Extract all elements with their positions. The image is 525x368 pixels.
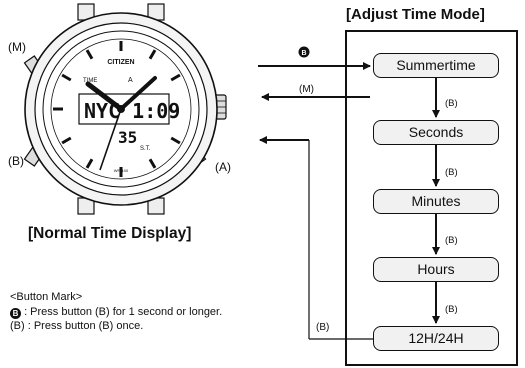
legend-title: <Button Mark> — [10, 291, 83, 303]
lcd-sub-text: 35 — [118, 128, 137, 147]
step-b-label: (B) — [445, 304, 458, 315]
step-b-label: (B) — [445, 167, 458, 178]
step-b-label: (B) — [445, 235, 458, 246]
legend-line-hold: B : Press button (B) for 1 second or lon… — [10, 305, 222, 320]
button-mark-legend: <Button Mark> B : Press button (B) for 1… — [10, 290, 222, 334]
wr-label: WR 100 — [114, 168, 129, 173]
watch-button-m-label: (M) — [8, 40, 26, 54]
a-label: A — [128, 77, 133, 84]
arrow-m-label: (M) — [299, 84, 314, 95]
legend-line-hold-text: : Press button (B) for 1 second or longe… — [24, 305, 223, 318]
hour-marker — [170, 136, 181, 145]
lcd-st-text: S.T. — [140, 146, 151, 152]
time-label: TIME — [83, 78, 97, 84]
b-hold-mark-letter: B — [301, 50, 306, 57]
hour-marker — [148, 158, 157, 169]
hour-marker — [170, 73, 181, 82]
watch-button-a-label: (A) — [215, 160, 231, 174]
watch-illustration: NYC 1:09 35 S.T. CITIZEN TIME A WR 100 — [23, 3, 227, 215]
arrow-b-return-label: (B) — [316, 322, 330, 333]
hour-marker — [61, 73, 72, 82]
hour-marker — [61, 136, 72, 145]
step-seconds: Seconds — [373, 120, 499, 145]
step-12h-24h: 12H/24H — [373, 326, 499, 351]
b-hold-mark — [298, 46, 310, 58]
watch-button-b-label: (B) — [8, 154, 24, 168]
step-b-label: (B) — [445, 98, 458, 109]
step-hours: Hours — [373, 257, 499, 282]
legend-line-press: (B) : Press button (B) once. — [10, 320, 144, 332]
adjust-time-mode-panel — [345, 30, 518, 366]
step-minutes: Minutes — [373, 189, 499, 214]
hour-marker — [85, 49, 94, 60]
b-mark-icon: B — [10, 307, 21, 319]
brand-text: CITIZEN — [107, 59, 134, 66]
step-summertime: Summertime — [373, 53, 499, 78]
adjust-time-mode-title: [Adjust Time Mode] — [346, 6, 485, 23]
hour-marker — [85, 158, 94, 169]
hour-marker — [148, 49, 157, 60]
normal-time-display-title: [Normal Time Display] — [28, 225, 192, 242]
lcd-main-text: NYC 1:09 — [84, 99, 180, 123]
